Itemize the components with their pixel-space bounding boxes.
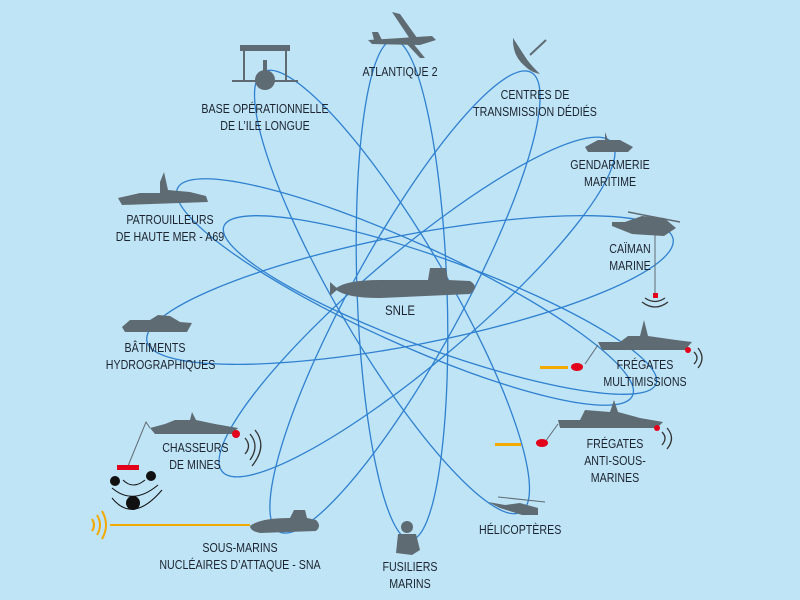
snle-submarine-icon xyxy=(330,268,475,298)
caiman-helicopter-icon xyxy=(612,211,681,298)
center-label-snle: SNLE xyxy=(384,302,415,318)
naval-base-icon xyxy=(232,45,298,90)
sonar-waves xyxy=(244,297,703,467)
orbit-fremm xyxy=(222,215,658,395)
node-atlantique: ATLANTIQUE 2 xyxy=(362,64,438,79)
fremm-frigate-icon xyxy=(540,320,692,371)
sna-submarine-icon xyxy=(91,510,319,540)
patrol-ship-icon xyxy=(118,172,208,205)
maritime-patrol-aircraft-icon xyxy=(368,12,436,58)
marine-soldier-icon xyxy=(396,521,420,555)
satellite-dish-icon xyxy=(512,38,547,74)
patrol-boat-icon xyxy=(585,132,633,152)
orbit-caiman xyxy=(146,214,674,366)
node-helicopteres: HÉLICOPTÈRES xyxy=(479,522,562,537)
minehunter-icon xyxy=(110,412,240,510)
fasm-frigate-icon xyxy=(495,400,663,447)
orbit-patrouilleurs xyxy=(175,178,635,406)
helicopter-icon xyxy=(488,496,546,515)
survey-ship-icon xyxy=(122,315,192,332)
